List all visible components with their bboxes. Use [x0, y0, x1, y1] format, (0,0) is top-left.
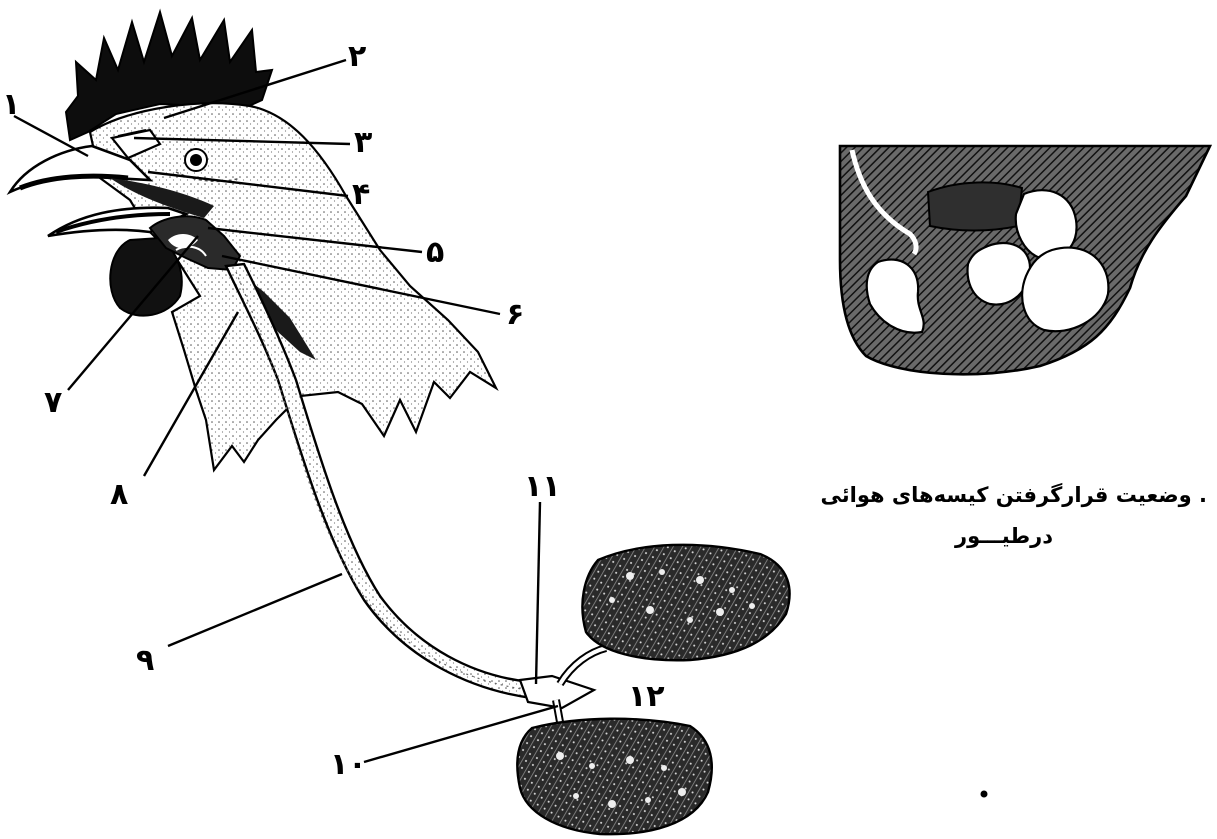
label-10: ۱۰ — [330, 747, 367, 782]
label-5: ۵ — [426, 235, 444, 270]
label-2: ۲ — [348, 39, 366, 74]
label-6: ۶ — [506, 297, 524, 332]
label-9: ۹ — [136, 643, 154, 678]
label-12: ۱۲ — [628, 679, 665, 714]
bronchus-upper — [560, 648, 606, 684]
stray-dot — [981, 791, 988, 798]
air-sac-lung — [928, 182, 1022, 230]
label-1: ۱ — [2, 87, 20, 122]
label-3: ۳ — [354, 125, 372, 160]
caption-line-1: . وضعیت قرارگرفتن کیسه‌های هوائی — [821, 483, 1207, 507]
leader-9 — [168, 574, 342, 646]
label-8: ۸ — [110, 477, 128, 512]
air-sacs-inset — [840, 146, 1210, 374]
label-4: ۴ — [352, 177, 370, 212]
caption-line-2: درطیـــور — [955, 524, 1053, 548]
rooster-head — [10, 12, 606, 722]
label-11: ۱۱ — [524, 469, 561, 504]
lung-lower — [517, 719, 712, 834]
leader-11 — [536, 502, 540, 684]
label-7: ۷ — [44, 385, 62, 420]
